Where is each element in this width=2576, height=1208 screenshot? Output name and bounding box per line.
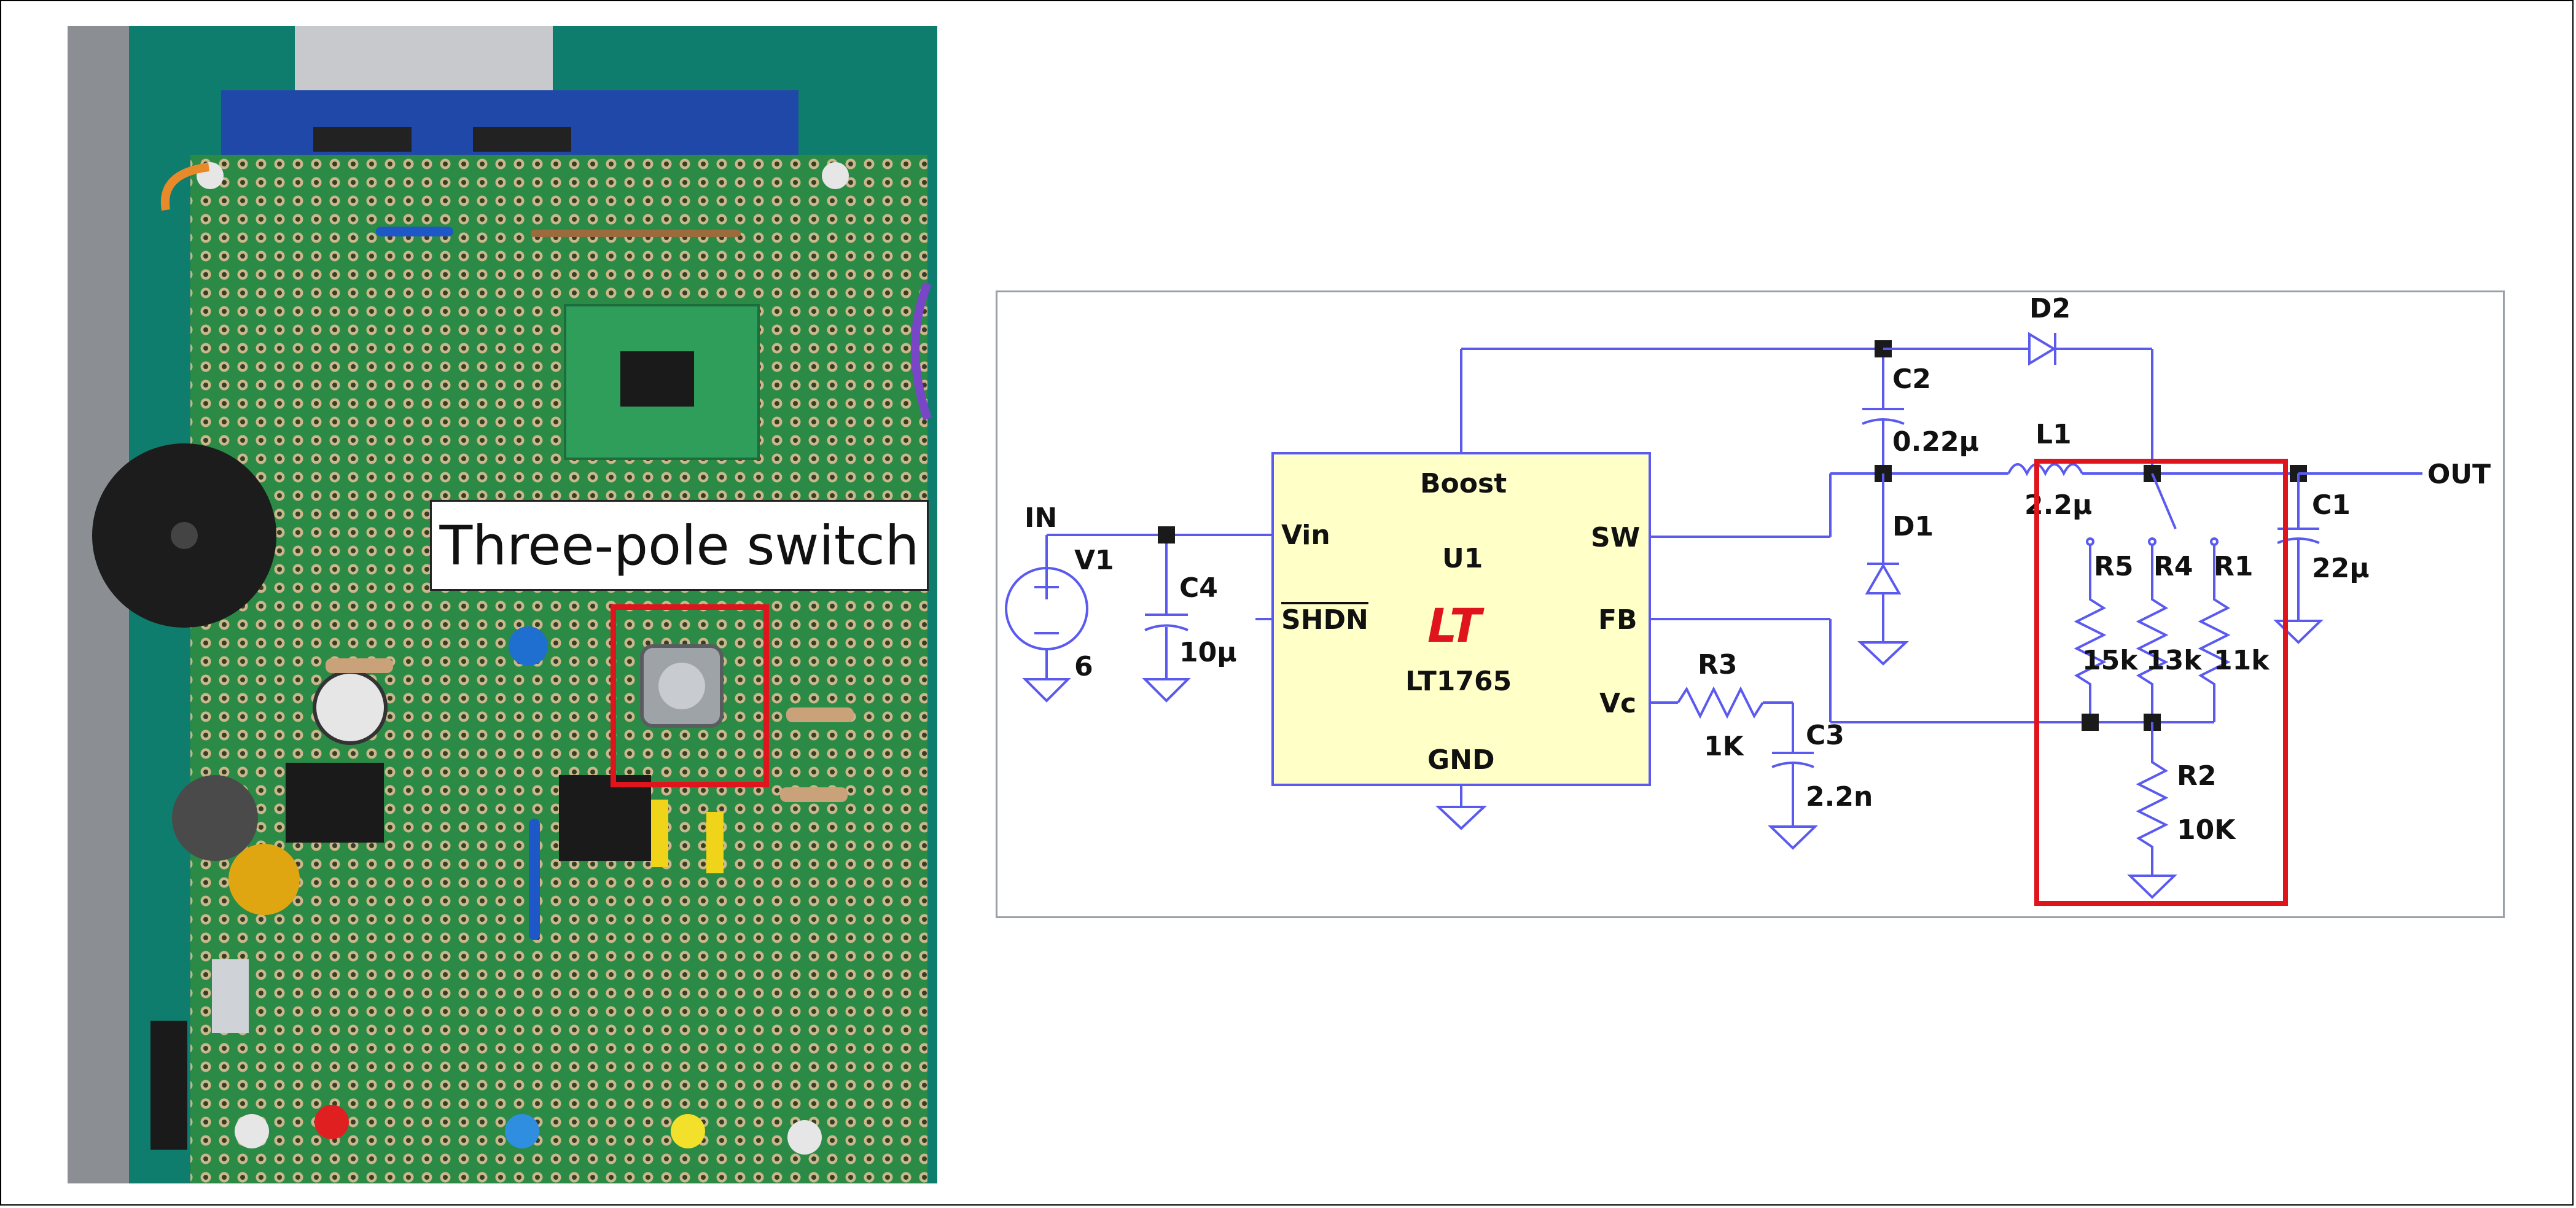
- pin-boost-label: Boost: [1420, 468, 1507, 499]
- d2-name: D2: [2029, 293, 2071, 324]
- r1-value: 11k: [2214, 645, 2270, 676]
- c2-name: C2: [1892, 364, 1931, 395]
- callout-label: Three-pole switch: [430, 500, 929, 591]
- net-in-label: IN: [1025, 502, 1058, 534]
- c1-name: C1: [2312, 489, 2351, 521]
- c3-value: 2.2n: [1806, 781, 1873, 812]
- c2-value: 0.22µ: [1892, 426, 1979, 458]
- v1-value: 6: [1074, 651, 1093, 682]
- d1-name: D1: [1892, 511, 1934, 542]
- c4-value: 10µ: [1179, 637, 1237, 668]
- boost-converter-schematic: Boost Vin SHDN GND SW FB Vc U1 LT LT1765…: [996, 290, 2505, 918]
- r3-value: 1K: [1704, 731, 1744, 762]
- l1-name: L1: [2035, 419, 2072, 450]
- r3-name: R3: [1698, 649, 1738, 680]
- r2-name: R2: [2177, 760, 2217, 792]
- r5-name: R5: [2094, 551, 2134, 582]
- c3-name: C3: [1806, 720, 1844, 751]
- lt-logo: LT: [1427, 598, 1481, 653]
- pin-vc-label: Vc: [1599, 688, 1637, 719]
- pin-shdn-label: SHDN: [1281, 604, 1368, 636]
- r1-name: R1: [2214, 551, 2254, 582]
- r5-value: 15k: [2082, 645, 2138, 676]
- schematic-wiring: [1005, 332, 2422, 899]
- pin-vin-label: Vin: [1281, 520, 1330, 551]
- c1-value: 22µ: [2312, 553, 2370, 584]
- v1-name: V1: [1074, 545, 1114, 576]
- ic-part-label: LT1765: [1405, 666, 1512, 697]
- c4-name: C4: [1179, 572, 1218, 604]
- ic-ref-label: U1: [1442, 543, 1483, 574]
- ic-body: [1271, 452, 1651, 786]
- r4-value: 13k: [2146, 645, 2202, 676]
- switch-highlight-box: [611, 604, 769, 787]
- pin-fb-label: FB: [1598, 604, 1637, 636]
- pin-sw-label: SW: [1591, 522, 1641, 553]
- board-illustration: [68, 26, 937, 1183]
- pin-gnd-label: GND: [1427, 744, 1495, 776]
- r4-name: R4: [2153, 551, 2193, 582]
- feedback-network-highlight-box: [2034, 459, 2288, 906]
- circuit-board-photo: Three-pole switch: [68, 26, 937, 1183]
- r2-value: 10K: [2177, 814, 2236, 846]
- net-out-label: OUT: [2427, 459, 2491, 490]
